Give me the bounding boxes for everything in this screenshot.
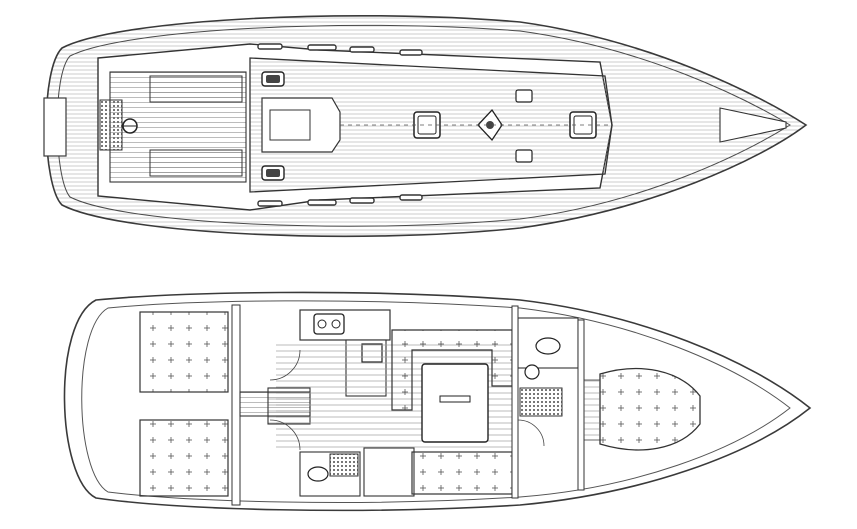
transom: [43, 97, 67, 157]
starboard-cockpit-seat: [149, 149, 243, 177]
forward-bulkhead: [577, 319, 585, 491]
bow-anchor-well: [719, 107, 787, 143]
winch-icon[interactable]: [261, 165, 285, 181]
forward-shower-grate: [519, 387, 563, 417]
companionway-hatch[interactable]: [269, 109, 311, 141]
sink-icon[interactable]: [524, 364, 540, 380]
forward-cabin-sole: [583, 379, 601, 441]
berth-icon: [599, 367, 701, 451]
table-icon[interactable]: [421, 363, 489, 443]
aft-port-berth: [139, 311, 229, 393]
shower-grate: [329, 453, 359, 477]
hatch-icon[interactable]: [515, 89, 533, 103]
port-cockpit-seat: [149, 75, 243, 103]
main-bulkhead: [511, 305, 519, 499]
aft-bulkhead: [231, 304, 241, 506]
door-swing: [517, 419, 545, 447]
door-swing: [269, 349, 301, 381]
toilet-icon[interactable]: [535, 337, 561, 355]
interior-layout-view: [63, 291, 812, 512]
interior-inner-line: [81, 300, 791, 503]
toilet-icon[interactable]: [307, 466, 329, 482]
deck-toe-rail: [56, 24, 791, 227]
aft-starboard-berth: [139, 419, 229, 497]
helm-grating: [99, 99, 123, 151]
deck-plan-view: [43, 14, 808, 238]
winch-icon[interactable]: [261, 71, 285, 87]
hatch-icon[interactable]: [515, 149, 533, 163]
starboard-settee: [411, 451, 513, 495]
sink-icon[interactable]: [313, 313, 345, 335]
chart-table: [363, 447, 415, 497]
side-deck-tracks: [257, 43, 423, 207]
door-swing: [269, 419, 301, 451]
